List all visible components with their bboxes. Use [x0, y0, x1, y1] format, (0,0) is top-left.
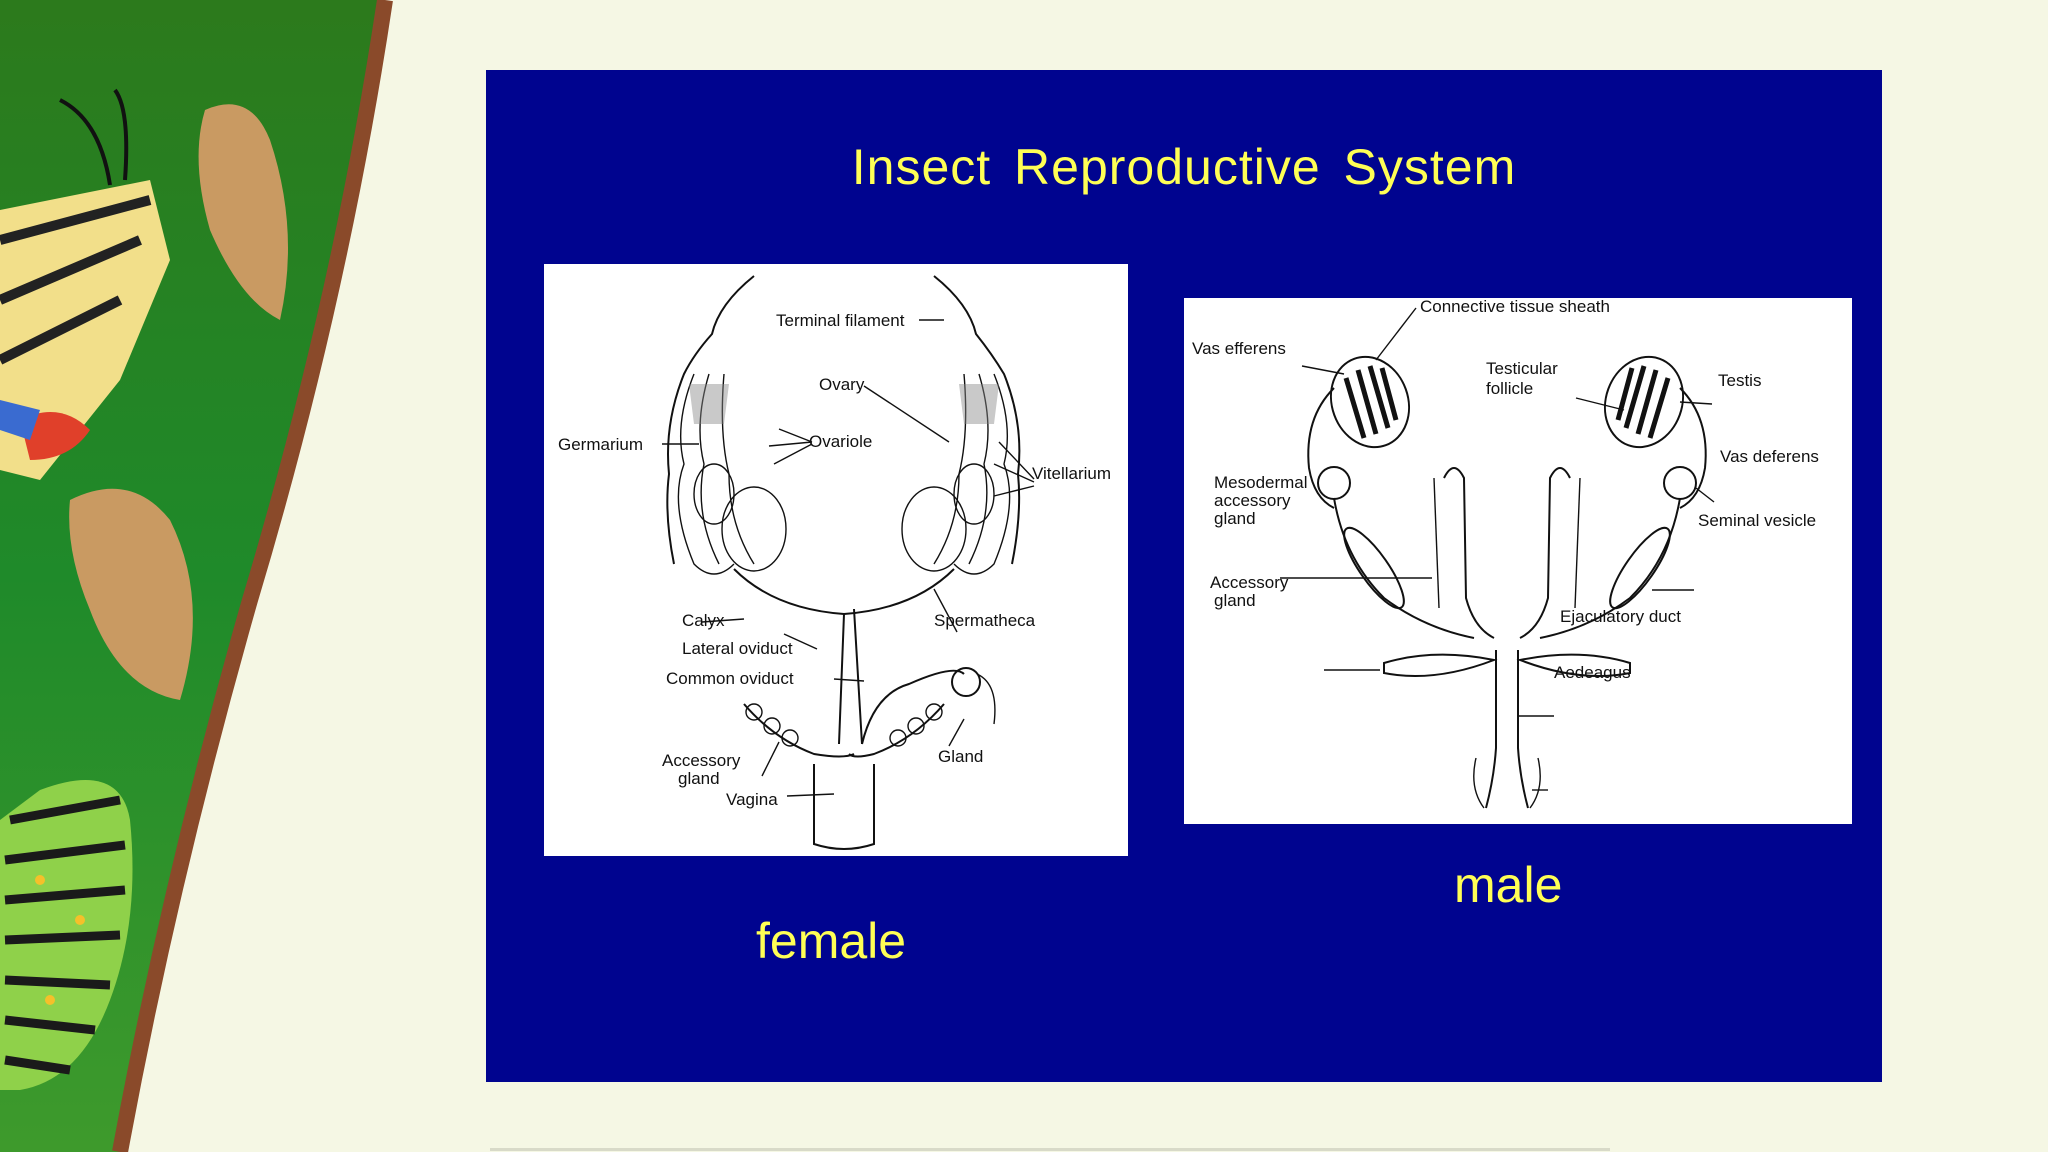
- label-common-oviduct: Common oviduct: [666, 669, 794, 688]
- chrysalis-icon: [69, 488, 193, 700]
- label-vas-deferens: Vas deferens: [1720, 447, 1819, 466]
- male-diagram: Connective tissue sheath Vas efferens Te…: [1184, 297, 1852, 824]
- label-vitellarium: Vitellarium: [1032, 464, 1111, 483]
- label-accessory-gland: Accessory: [662, 751, 741, 770]
- label-ejaculatory-duct: Ejaculatory duct: [1560, 607, 1681, 626]
- label-connective-tissue-sheath: Connective tissue sheath: [1420, 298, 1610, 316]
- label-calyx: Calyx: [682, 611, 725, 630]
- caption-male: male: [1454, 857, 1563, 913]
- label-seminal-vesicle: Seminal vesicle: [1698, 511, 1816, 530]
- label-ovariole: Ovariole: [809, 432, 872, 451]
- footer-divider: [490, 1148, 1610, 1151]
- label-accessory-gland-2: gland: [1214, 591, 1256, 610]
- label-testicular-follicle-2: follicle: [1486, 379, 1533, 398]
- label-spermatheca: Spermatheca: [934, 611, 1036, 630]
- label-germarium: Germarium: [558, 435, 643, 454]
- twig-icon: [112, 0, 393, 1152]
- label-gland: Gland: [938, 747, 983, 766]
- caterpillar-icon: [0, 780, 133, 1090]
- slide: Insect Reproductive System: [486, 70, 1882, 1082]
- caption-female: female: [756, 913, 907, 969]
- nature-decoration: [0, 0, 393, 1152]
- chrysalis-icon: [198, 104, 288, 321]
- label-mesodermal-3: gland: [1214, 509, 1256, 528]
- label-ovary: Ovary: [819, 375, 865, 394]
- label-mesodermal-2: accessory: [1214, 491, 1291, 510]
- female-diagram: Terminal filament Ovary Germarium Ovario…: [544, 264, 1128, 856]
- label-vagina: Vagina: [726, 790, 778, 809]
- label-accessory-gland-2: gland: [678, 769, 720, 788]
- label-terminal-filament: Terminal filament: [776, 311, 905, 330]
- label-vas-efferens: Vas efferens: [1192, 339, 1286, 358]
- slide-title: Insect Reproductive System: [851, 139, 1517, 195]
- butterfly-icon: [0, 88, 170, 480]
- label-mesodermal: Mesodermal: [1214, 473, 1308, 492]
- label-lateral-oviduct: Lateral oviduct: [682, 639, 793, 658]
- label-testis: Testis: [1718, 371, 1761, 390]
- label-aedeagus: Aedeagus: [1554, 663, 1631, 682]
- label-accessory-gland: Accessory: [1210, 573, 1289, 592]
- label-testicular-follicle: Testicular: [1486, 359, 1558, 378]
